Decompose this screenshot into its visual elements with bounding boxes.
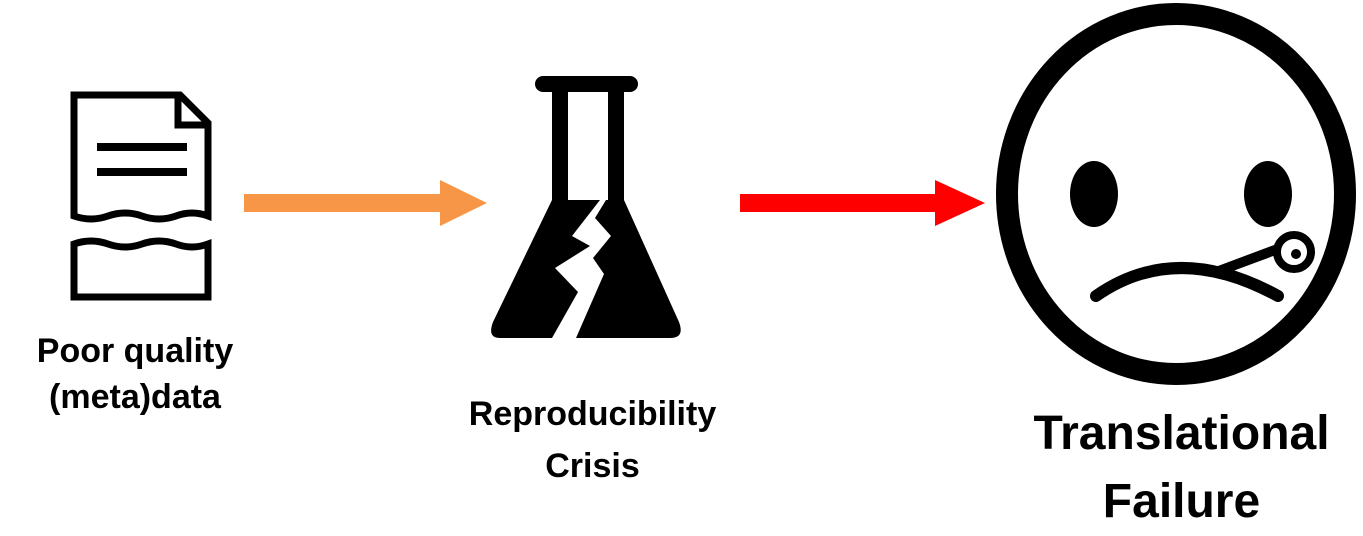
label-line: Translational	[1033, 407, 1330, 460]
frown-mouth	[1090, 262, 1284, 302]
left-eye	[1070, 161, 1118, 227]
label-line: Reproducibility	[468, 395, 717, 433]
label-line: Crisis	[545, 447, 640, 485]
label-translational-failure: Translational Failure	[1000, 400, 1363, 536]
label-poor-quality-metadata: Poor quality (meta)data	[0, 328, 270, 420]
right-eye	[1244, 161, 1292, 227]
label-line: Failure	[1102, 475, 1261, 528]
label-line: (meta)data	[49, 378, 221, 416]
document-torn-icon	[70, 91, 212, 301]
broken-flask-icon	[491, 76, 681, 338]
arrow-2	[740, 180, 985, 226]
label-line: Poor quality	[36, 332, 234, 370]
sad-face-icon	[996, 3, 1356, 385]
label-reproducibility-crisis: Reproducibility Crisis	[420, 388, 765, 492]
arrow-1	[244, 180, 487, 226]
